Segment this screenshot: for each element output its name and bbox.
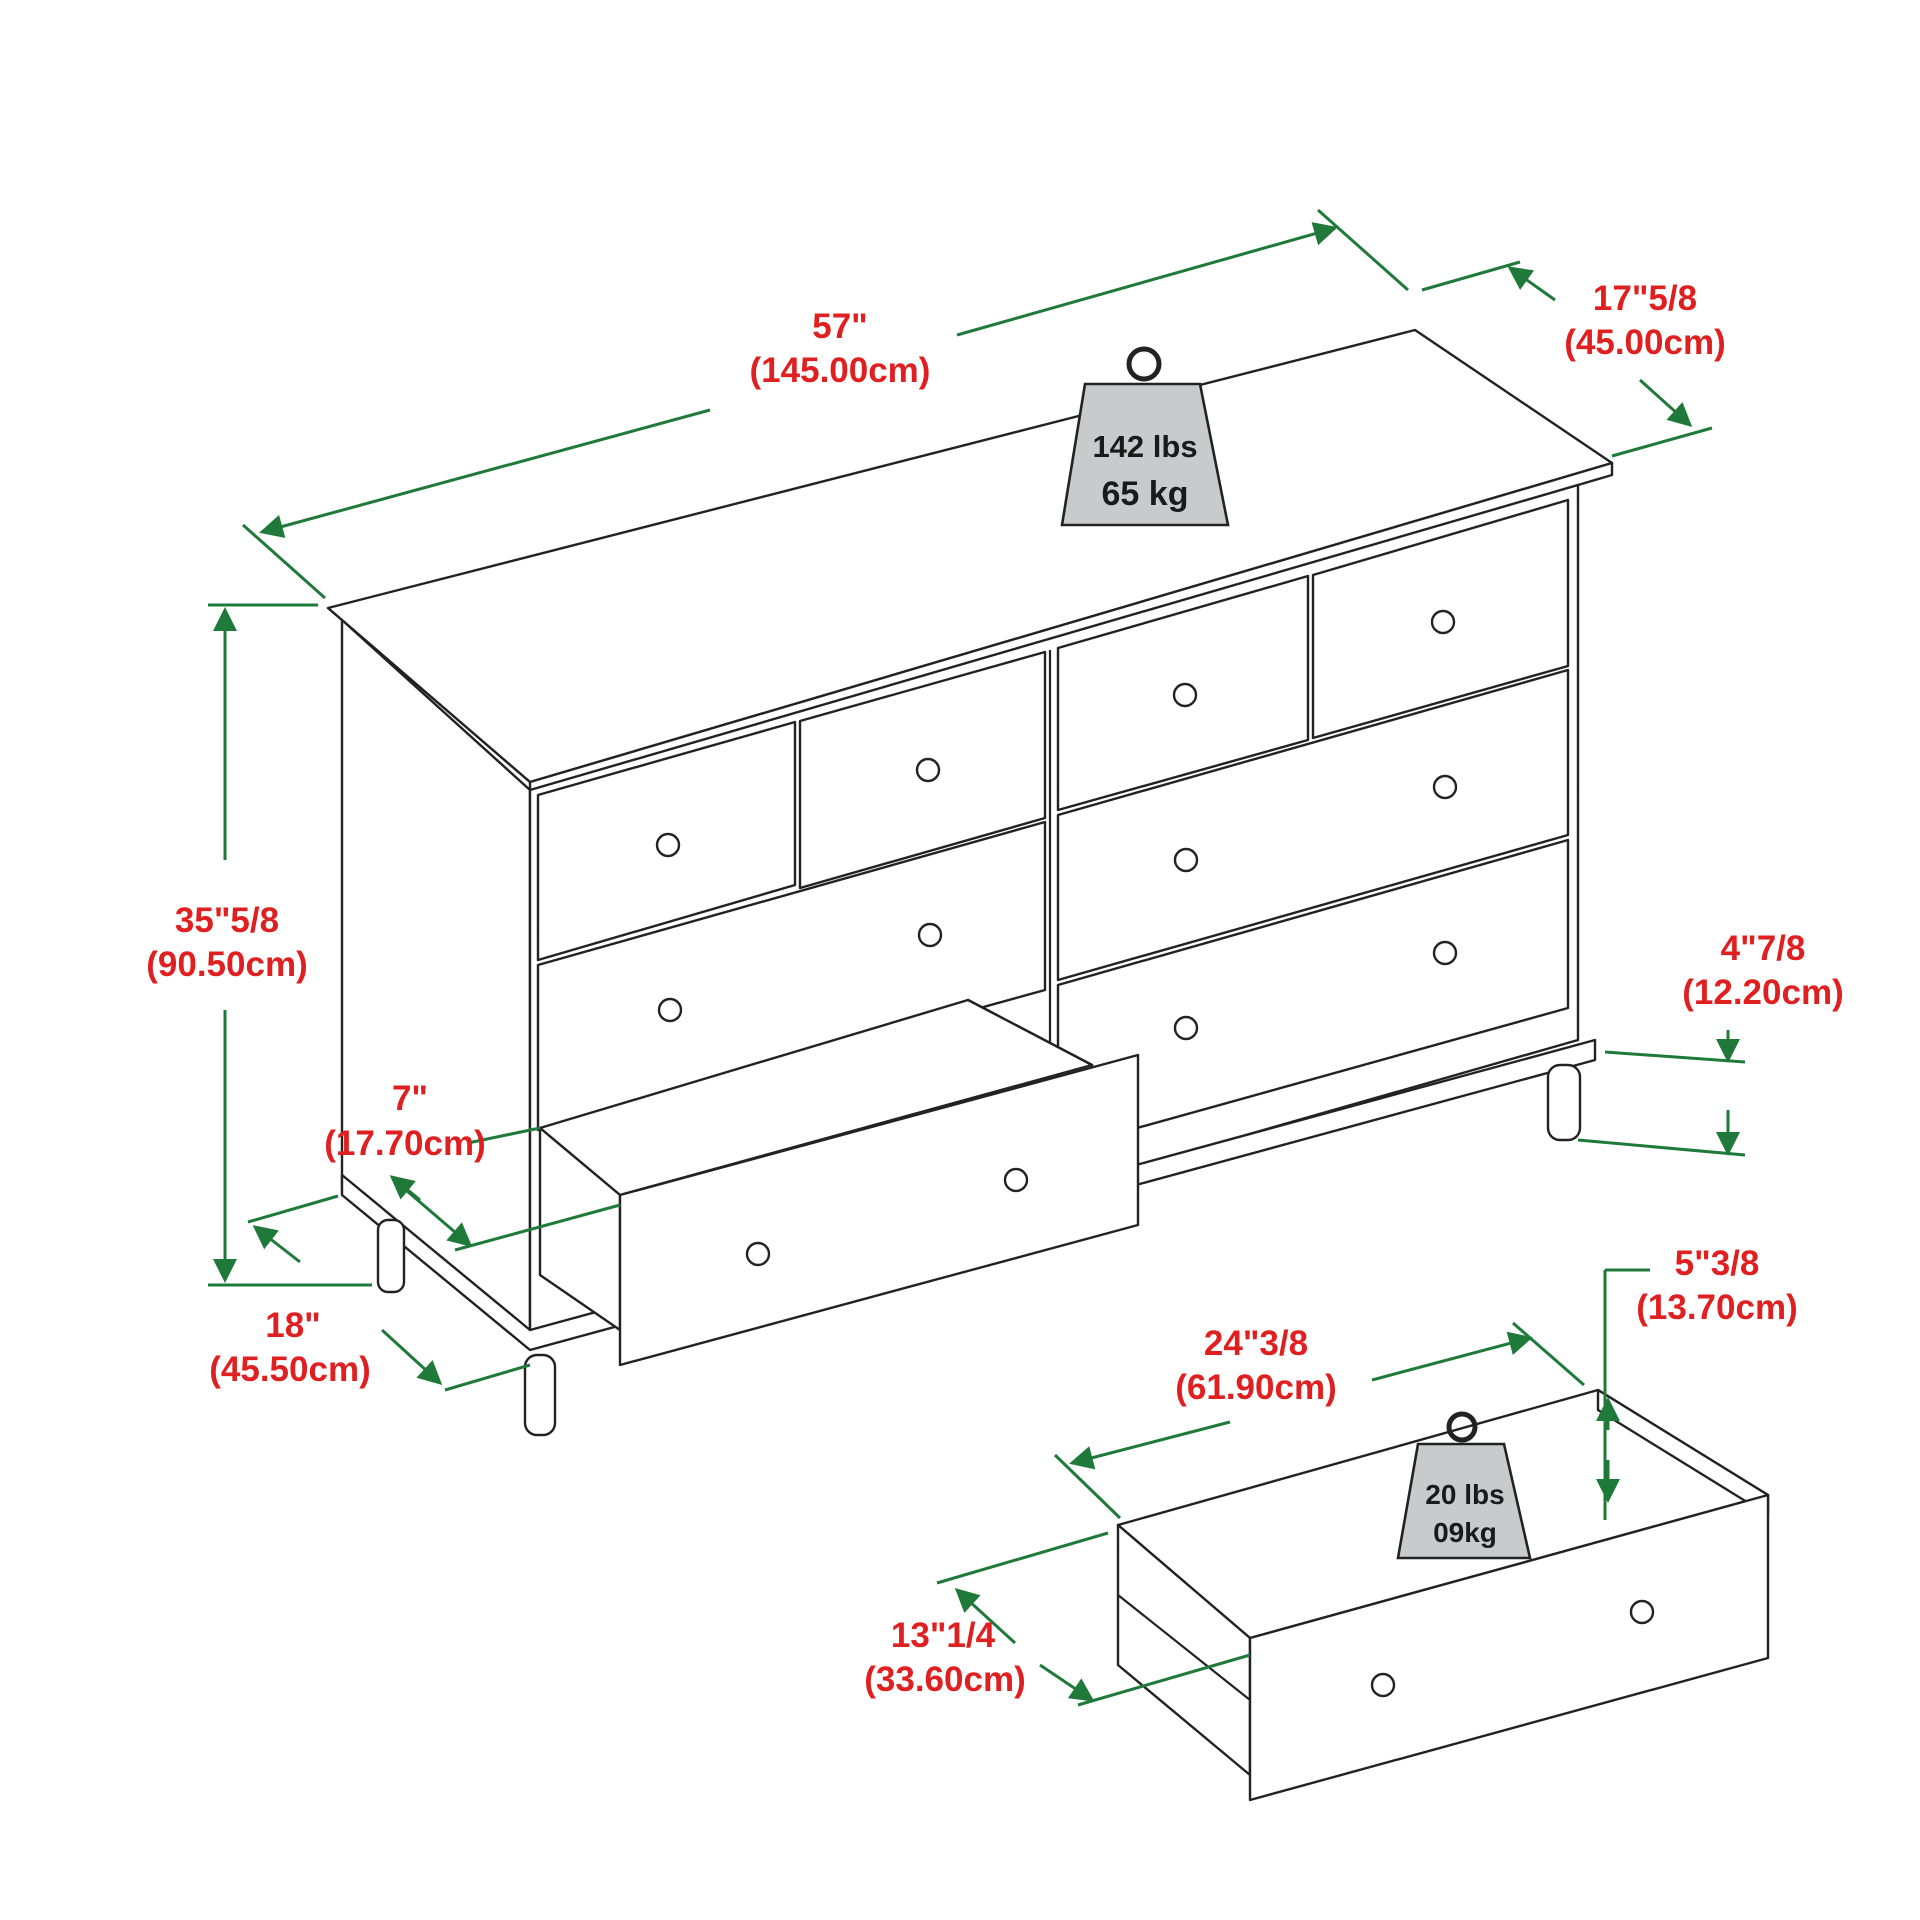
drawer-knob (915, 757, 941, 783)
leg-height-cm-label: (12.20cm) (1682, 973, 1843, 1012)
loose-drawer-width-cm-label: (61.90cm) (1175, 1368, 1336, 1407)
loose-drawer-width-in-label: 24"3/8 (1204, 1324, 1308, 1363)
height-in-label: 35"5/8 (175, 901, 279, 940)
dimension-labels: 57" (145.00cm) 17"5/8 (45.00cm) 35"5/8 (… (146, 279, 1843, 1699)
loose-drawer-height-cm-label: (13.70cm) (1636, 1288, 1797, 1327)
depth-in-label: 17"5/8 (1593, 279, 1697, 318)
drawer-knob (1173, 847, 1199, 873)
dresser: 142 lbs 65 kg (326, 328, 1614, 1437)
drawer-knob (1370, 1672, 1396, 1698)
dresser-weight-lbs: 142 lbs (1092, 429, 1197, 464)
drawer-front (1056, 668, 1570, 982)
loose-drawer-front (1248, 1493, 1770, 1802)
dresser-base (340, 1038, 1597, 1352)
dresser-leg (1546, 1063, 1582, 1142)
loose-drawer-depth-in-label: 13"1/4 (891, 1616, 996, 1655)
open-drawer-front (618, 1053, 1140, 1367)
drawer-knob (1430, 609, 1456, 635)
height-cm-label: (90.50cm) (146, 945, 307, 984)
drawer-knob (1003, 1167, 1029, 1193)
dresser-leg (376, 1218, 406, 1294)
weight-icon: 20 lbs 09kg (1396, 1411, 1532, 1560)
drawer-knobs (655, 609, 1458, 1267)
drawer-front (536, 820, 1047, 1132)
drawer-knob (1432, 940, 1458, 966)
drawer-knob (657, 997, 683, 1023)
base-depth-in-label: 18" (265, 1306, 321, 1345)
dresser-weight-kg: 65 kg (1102, 475, 1189, 513)
dresser-leg (523, 1353, 557, 1437)
drawer-knob (917, 922, 943, 948)
drawer-knob (1173, 1015, 1199, 1041)
drawer-height-cm-label: (17.70cm) (324, 1124, 485, 1163)
drawer-knob (1629, 1599, 1655, 1625)
drawer-knob (745, 1241, 771, 1267)
dimension-lines (208, 208, 1746, 1707)
width-cm-label: (145.00cm) (750, 351, 931, 390)
drawer-knob (655, 832, 681, 858)
base-depth-cm-label: (45.50cm) (209, 1350, 370, 1389)
depth-cm-label: (45.00cm) (1564, 323, 1725, 362)
loose-drawer: 20 lbs 09kg (1116, 1388, 1770, 1802)
width-in-label: 57" (812, 307, 868, 346)
loose-drawer-height-in-label: 5"3/8 (1675, 1244, 1760, 1283)
drawer-knob (1172, 682, 1198, 708)
drawer-weight-kg: 09kg (1433, 1517, 1497, 1548)
drawer-knob (1432, 774, 1458, 800)
loose-drawer-depth-cm-label: (33.60cm) (864, 1660, 1025, 1699)
drawer-weight-lbs: 20 lbs (1425, 1479, 1504, 1510)
drawer-height-in-label: 7" (392, 1079, 428, 1118)
leg-height-in-label: 4"7/8 (1721, 929, 1806, 968)
weight-icon: 142 lbs 65 kg (1060, 346, 1230, 527)
